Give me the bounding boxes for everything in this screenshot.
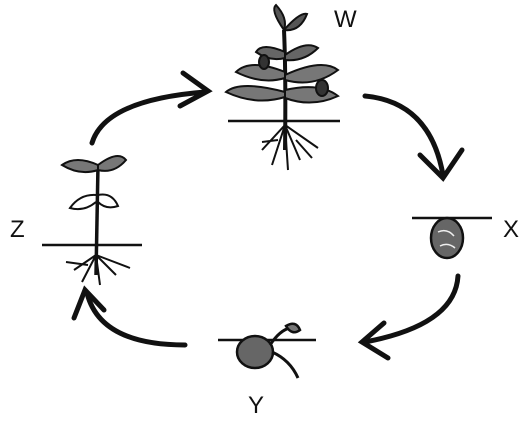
mature-plant-drawing <box>226 5 340 170</box>
stage-label-z: Z <box>10 218 25 242</box>
cycle-arrows <box>74 73 462 358</box>
seedling-drawing <box>42 156 142 285</box>
arrow-y-to-z <box>87 293 185 345</box>
germinating-seed-drawing <box>218 324 316 378</box>
stage-label-y: Y <box>248 394 264 418</box>
seed-drawing <box>412 218 492 258</box>
stage-label-x: X <box>503 218 519 242</box>
stage-label-w: W <box>334 8 357 32</box>
arrow-x-to-y <box>365 276 458 342</box>
